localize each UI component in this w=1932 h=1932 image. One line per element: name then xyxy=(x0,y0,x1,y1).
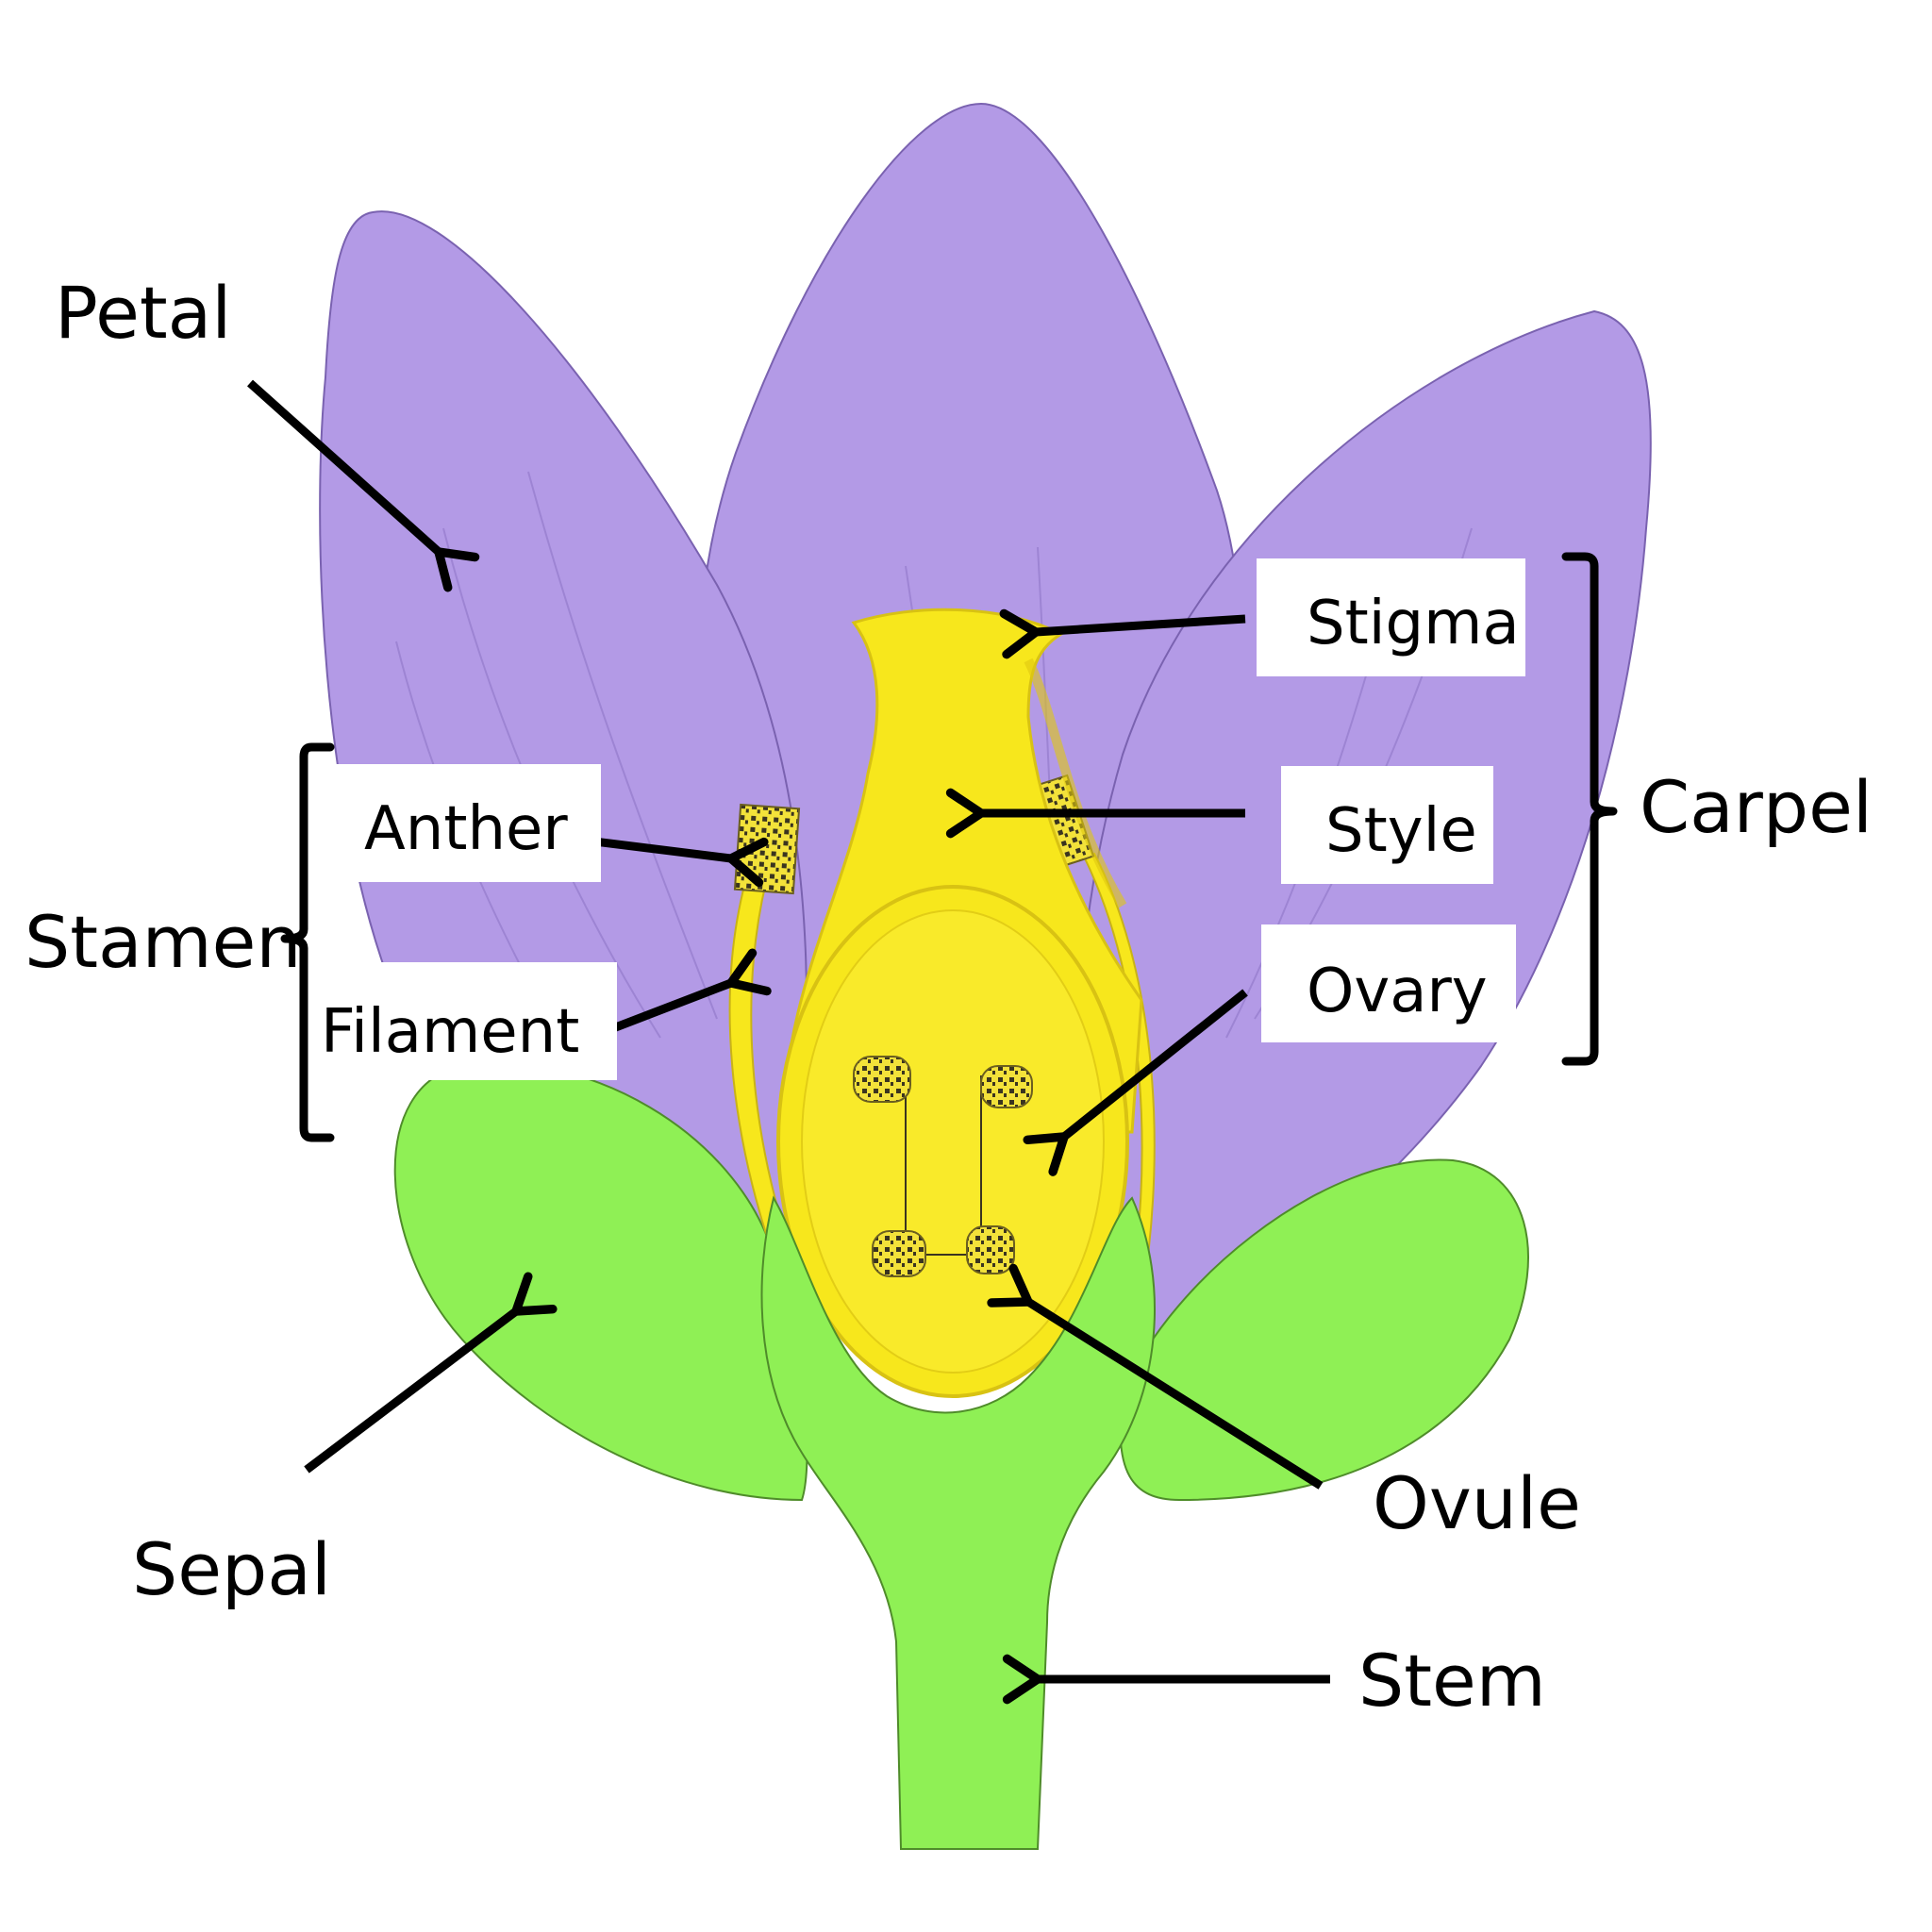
ovules xyxy=(853,1056,1033,1277)
sepals xyxy=(393,1062,1529,1502)
arrows xyxy=(246,379,1330,1705)
stigma-arrow xyxy=(999,608,1246,659)
stamen-bracket xyxy=(280,742,335,1142)
anther-arrow xyxy=(593,837,769,888)
ovule xyxy=(980,1065,1033,1108)
style-label-box xyxy=(1281,766,1493,884)
ovule xyxy=(872,1230,926,1277)
ovary-label: Ovary xyxy=(1307,957,1488,1026)
labels: Petal Stamen Anther Filament Sepal Stigm… xyxy=(25,271,1873,1723)
filament-label: Filament xyxy=(321,997,579,1067)
sepal-arrow xyxy=(304,1272,558,1474)
ovule xyxy=(966,1225,1015,1274)
sepal-right xyxy=(1119,1158,1529,1502)
ovary-arrow xyxy=(1023,989,1248,1176)
ovary-label-box xyxy=(1261,924,1516,1042)
petal-label: Petal xyxy=(55,271,231,355)
label-boxes xyxy=(315,558,1525,1080)
sepal-left xyxy=(393,1062,808,1502)
anther-left xyxy=(733,803,801,895)
ovule xyxy=(853,1056,911,1103)
receptacle xyxy=(760,1195,1156,1850)
stigma-label-box xyxy=(1257,558,1525,676)
filament-label-box xyxy=(315,962,617,1080)
stamen-label: Stamen xyxy=(25,900,302,984)
carpel-label: Carpel xyxy=(1640,765,1873,849)
carpel-bracket xyxy=(1561,552,1618,1066)
stem-model xyxy=(760,1195,1156,1850)
stigma-label: Stigma xyxy=(1307,589,1520,658)
brackets xyxy=(280,552,1618,1142)
stem-label: Stem xyxy=(1358,1639,1546,1723)
filament-arrow xyxy=(611,948,772,1033)
sepal-label: Sepal xyxy=(132,1527,331,1611)
ovule-label: Ovule xyxy=(1373,1461,1581,1545)
petal-arrow xyxy=(246,379,480,592)
anther-label-box xyxy=(334,764,601,882)
anther-label: Anther xyxy=(364,794,568,864)
carpel-model xyxy=(776,608,1143,1398)
ovule-arrow xyxy=(987,1263,1324,1490)
style-label: Style xyxy=(1325,796,1477,866)
